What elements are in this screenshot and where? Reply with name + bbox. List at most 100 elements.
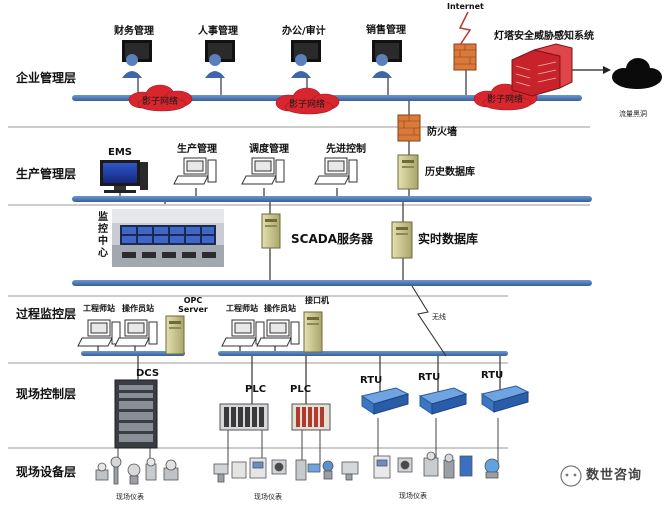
instrument-icon: [110, 456, 122, 485]
instrument-icon: [459, 455, 473, 477]
rtu-device-icon: [480, 385, 530, 413]
threat-system-icon: [511, 43, 573, 97]
user-workstation-icon: [291, 40, 321, 78]
instrument-icon: [322, 460, 334, 480]
rtu-modules: [360, 385, 530, 415]
pc-workstation-icon: [77, 319, 121, 347]
instrument-icon: [397, 457, 413, 473]
history-db-label: 历史数据库: [425, 167, 475, 178]
supervision-bus: [72, 280, 592, 286]
user-workstation-icon: [122, 40, 152, 78]
instrument-label: 现场仪表: [399, 492, 427, 500]
ems-label: EMS: [108, 147, 132, 158]
instrument-icon: [373, 455, 391, 479]
traffic-blackhole-label: 流量黑洞: [619, 110, 647, 118]
shadow-cloud: [128, 84, 193, 112]
opc-server-label: OPC Server: [178, 296, 208, 314]
workstation-label: 调度管理: [249, 144, 289, 155]
op-station-label: 操作员站: [264, 304, 296, 313]
blackhole-cloud: [612, 58, 662, 89]
firewall-label: 防火墙: [427, 127, 457, 138]
instrument-icon: [423, 451, 439, 477]
realtime-db-server-icon: [391, 221, 413, 259]
shadow-cloud: [275, 87, 340, 115]
pc-workstation-icon: [114, 319, 158, 347]
enterprise-firewall-icon: [453, 43, 477, 71]
cloud-label: 影子网络: [289, 100, 326, 110]
production-workstations: [173, 157, 358, 185]
instrument-icon: [271, 459, 287, 475]
field-instruments: [95, 451, 500, 485]
instrument-icon: [163, 459, 179, 481]
instrument-icon: [484, 458, 500, 479]
user-workstation-icon: [372, 40, 402, 78]
instrument-label: 现场仪表: [116, 493, 144, 501]
ems-computer-icon: [100, 160, 148, 193]
process-workstations: [77, 319, 300, 347]
layer-label-field-device: 现场设备层: [16, 465, 77, 479]
rtu-device-icon: [418, 387, 468, 415]
layer-separators: [8, 126, 590, 449]
watermark-text: 数世咨询: [586, 468, 643, 483]
monitor-center-label: 监控中心: [98, 212, 108, 259]
wireless-label: 无线: [432, 313, 446, 321]
instrument-icon: [95, 462, 109, 481]
layer-label-enterprise: 企业管理层: [16, 71, 77, 85]
workstation-label: 办公/审计: [282, 26, 326, 37]
interface-machine-icon: [303, 311, 323, 353]
eng-station-label: 工程师站: [83, 304, 115, 313]
instrument-icon: [249, 457, 267, 479]
history-db-server-icon: [397, 154, 419, 190]
rtu-device-icon: [360, 387, 410, 415]
op-station-label: 操作员站: [122, 304, 154, 313]
instrument-icon: [145, 457, 157, 481]
layer-label-process: 过程监控层: [16, 307, 77, 321]
plc-rack-icon: [219, 403, 269, 431]
pc-workstation-icon: [221, 319, 265, 347]
pc-workstation-icon: [173, 157, 217, 185]
shadow-clouds: [128, 83, 538, 115]
workstation-label: 财务管理: [114, 26, 154, 37]
instrument-icon: [443, 453, 455, 479]
cloud-label: 影子网络: [142, 97, 179, 107]
firewall-icon: [397, 114, 421, 142]
production-bus: [72, 196, 592, 202]
workstation-label: 生产管理: [177, 144, 217, 155]
instrument-icon: [295, 459, 321, 481]
enterprise-workstations: [122, 40, 402, 78]
pc-workstation-icon: [314, 157, 358, 185]
workstation-label: 人事管理: [198, 26, 238, 37]
threat-system-label: 灯塔安全威胁感知系统: [494, 31, 594, 42]
interface-machine-label: 接口机: [305, 296, 329, 305]
realtime-db-label: 实时数据库: [418, 232, 479, 246]
workstation-label: 先进控制: [326, 144, 366, 155]
scada-server-label: SCADA服务器: [291, 232, 373, 246]
rtu-label: RTU: [481, 370, 504, 381]
process-bus-left: [81, 351, 185, 356]
workstation-label: 销售管理: [366, 25, 406, 36]
plc-label: PLC: [290, 384, 312, 395]
monitor-center-photo: [112, 209, 224, 267]
instrument-label: 现场仪表: [254, 493, 282, 501]
instrument-icon: [231, 461, 247, 479]
eng-station-label: 工程师站: [226, 304, 258, 313]
rtu-label: RTU: [360, 375, 383, 386]
dcs-label: DCS: [136, 368, 160, 379]
dcs-cabinet-icon: [114, 379, 158, 449]
instrument-icon: [341, 461, 359, 481]
scada-server-icon: [261, 213, 281, 249]
user-workstation-icon: [205, 40, 235, 78]
cloud-label: 影子网络: [487, 95, 524, 105]
internet-label: Internet: [447, 2, 484, 11]
plc-rack-icon: [291, 403, 331, 431]
internet-lightning-icon: [457, 11, 472, 49]
instrument-icon: [127, 463, 141, 485]
layer-label-production: 生产管理层: [16, 167, 77, 181]
process-bus-right: [218, 351, 508, 356]
layer-label-field-control: 现场控制层: [16, 387, 77, 401]
pc-workstation-icon: [256, 319, 300, 347]
wireless-link-icon: [411, 285, 447, 357]
arrow-to-blackhole: [571, 66, 611, 74]
